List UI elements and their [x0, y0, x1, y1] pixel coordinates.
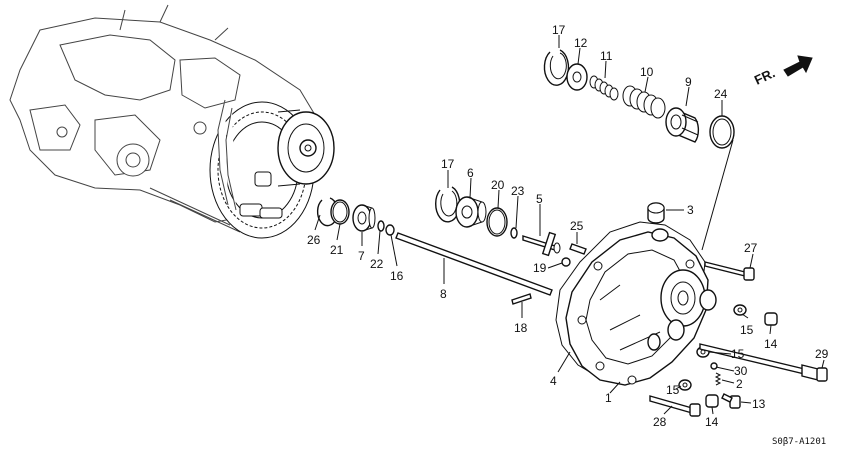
- callout-14: 14: [764, 337, 778, 351]
- callout-15: 15: [740, 323, 754, 337]
- callout-21: 21: [330, 243, 344, 257]
- front-direction-label: FR.: [752, 65, 777, 87]
- callout-12: 12: [574, 36, 588, 50]
- callout-24: 24: [714, 87, 728, 101]
- callout-3: 3: [687, 203, 694, 217]
- callout-20: 20: [491, 178, 505, 192]
- callout-16: 16: [390, 269, 404, 283]
- housing-cover: [555, 202, 717, 386]
- callout-14: 14: [705, 415, 719, 429]
- transmission-housing: [9, 4, 335, 239]
- callout-15: 15: [666, 383, 680, 397]
- leader-lines: [314, 35, 825, 415]
- callout-11: 11: [600, 49, 613, 63]
- callout-23: 23: [511, 184, 525, 198]
- callout-7: 7: [358, 249, 365, 263]
- callout-17: 17: [441, 157, 455, 171]
- callout-30: 30: [734, 364, 748, 378]
- front-direction-indicator: FR.: [752, 55, 813, 88]
- callout-4: 4: [550, 374, 557, 388]
- part-callouts: 17 12 11 10 9 24 3 17 6 20 23 5 25 27 26…: [307, 23, 829, 429]
- callout-15: 15: [731, 347, 745, 361]
- front-arrow-icon: [783, 55, 813, 77]
- callout-10: 10: [640, 65, 654, 79]
- fasteners: [649, 261, 828, 417]
- servo-piston-group: [543, 49, 735, 149]
- callout-17: 17: [552, 23, 566, 37]
- callout-29: 29: [815, 347, 829, 361]
- callout-25: 25: [570, 219, 584, 233]
- callout-9: 9: [685, 75, 692, 89]
- drawing-code: S0β7-A1201: [772, 437, 826, 447]
- callout-2: 2: [736, 377, 743, 391]
- accumulator-group: [435, 186, 587, 257]
- callout-26: 26: [307, 233, 321, 247]
- callout-8: 8: [440, 287, 447, 301]
- callout-19: 19: [533, 261, 547, 275]
- callout-1: 1: [605, 391, 612, 405]
- callout-22: 22: [370, 257, 384, 271]
- callout-28: 28: [653, 415, 667, 429]
- callout-27: 27: [744, 241, 758, 255]
- callout-6: 6: [467, 166, 474, 180]
- callout-13: 13: [752, 397, 766, 411]
- callout-5: 5: [536, 192, 543, 206]
- callout-18: 18: [514, 321, 528, 335]
